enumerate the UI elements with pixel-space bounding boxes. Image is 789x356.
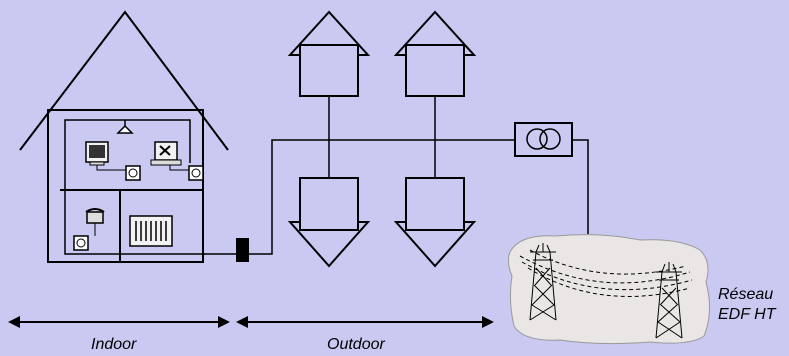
house-walls (47, 109, 204, 263)
building-icon (393, 177, 477, 268)
building-icon (393, 10, 477, 97)
building-icon (287, 177, 371, 268)
electric-meter-box (236, 238, 249, 262)
telephone-icon (85, 208, 105, 236)
distribution-line (249, 139, 515, 255)
ceiling-lamp-icon (116, 124, 134, 134)
radiator-icon (129, 215, 173, 247)
outdoor-span-arrow (236, 316, 494, 328)
laptop-computer-icon (150, 141, 189, 171)
building-icon (287, 10, 371, 97)
network-label-line2: EDF HT (718, 306, 776, 323)
pylon-icon (655, 262, 683, 339)
indoor-span-arrow (8, 316, 230, 328)
house (19, 10, 229, 263)
house-roof (19, 10, 229, 151)
network-label-line1: Réseau (718, 286, 774, 303)
outlet-icon (73, 235, 89, 251)
outdoor-wiring (249, 96, 589, 255)
outdoor-label: Outdoor (327, 336, 385, 353)
hv-cables (519, 249, 693, 297)
indoor-label: Indoor (91, 336, 137, 353)
desktop-computer-icon (85, 141, 126, 171)
indoor-wiring-loop (64, 119, 205, 255)
outlet-icon (125, 165, 141, 181)
transformer-icon (514, 122, 573, 157)
outlet-icon (188, 165, 204, 181)
transformer-to-grid-wire (572, 139, 589, 234)
